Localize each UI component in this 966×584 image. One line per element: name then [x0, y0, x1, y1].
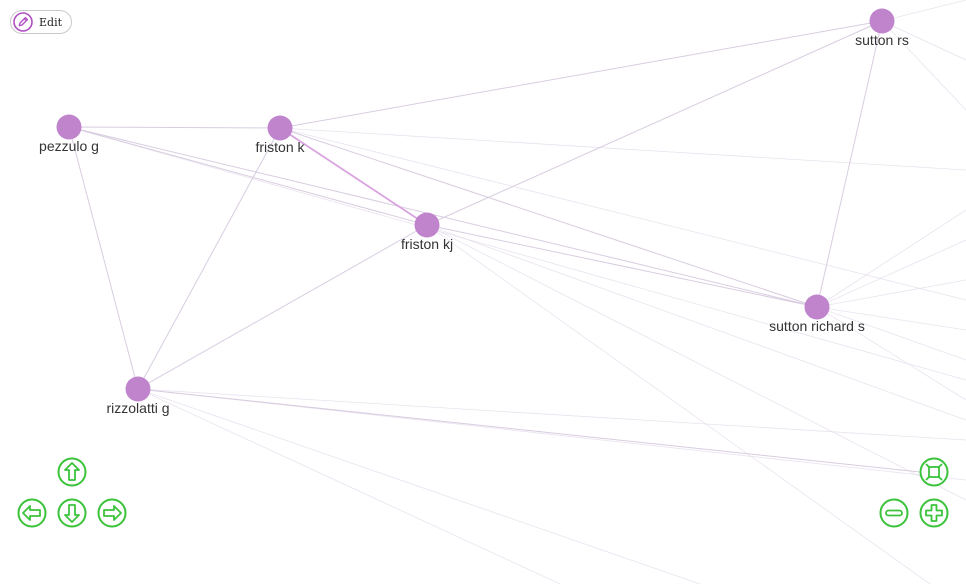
- edge-friston_k-friston_kj[interactable]: [279, 127, 428, 226]
- edge-friston_k-sutton_rs[interactable]: [279, 20, 883, 129]
- node-label: pezzulo g: [39, 138, 99, 154]
- edge-offscreen: [137, 388, 701, 584]
- pan-up-button[interactable]: [57, 457, 87, 487]
- pan-left-button[interactable]: [17, 498, 47, 528]
- zoom-out-button[interactable]: [879, 498, 909, 528]
- edge-layer: [68, 0, 966, 584]
- node-label: rizzolatti g: [106, 400, 169, 416]
- edge-offscreen: [881, 20, 966, 111]
- edit-label: Edit: [39, 15, 63, 29]
- pencil-icon: [13, 12, 33, 32]
- edge-offscreen: [881, 20, 966, 61]
- node-label: friston kj: [401, 236, 453, 252]
- plus-icon: [919, 498, 949, 528]
- edge-pezzulo_g-sutton_richard_s[interactable]: [68, 126, 818, 308]
- edge-offscreen: [137, 388, 561, 584]
- edge-offscreen: [816, 306, 966, 361]
- pan-down-button[interactable]: [57, 498, 87, 528]
- node-label: sutton richard s: [769, 318, 865, 334]
- node-circle[interactable]: [267, 115, 293, 141]
- arrow-left-icon: [17, 498, 47, 528]
- edge-friston_k-rizzolatti_g[interactable]: [137, 127, 281, 390]
- edge-friston_kj-rizzolatti_g[interactable]: [137, 224, 428, 390]
- node-layer: sutton rs pezzulo g friston k friston kj sut…: [39, 8, 909, 417]
- edge-friston_kj-sutton_richard_s[interactable]: [426, 224, 818, 308]
- pan-right-button[interactable]: [97, 498, 127, 528]
- edge-offscreen: [816, 279, 966, 308]
- edge-offscreen: [426, 224, 966, 421]
- node-circle[interactable]: [414, 212, 440, 238]
- node-friston-k[interactable]: friston k: [255, 115, 306, 156]
- node-sutton-rs[interactable]: sutton rs: [855, 8, 909, 49]
- zoom-in-button[interactable]: [919, 498, 949, 528]
- edge-pezzulo_g-friston_k[interactable]: [68, 126, 281, 129]
- node-sutton-richard-s[interactable]: sutton richard s: [769, 294, 865, 335]
- edge-offscreen: [137, 388, 966, 481]
- node-label: friston k: [255, 139, 305, 155]
- node-pezzulo-g[interactable]: pezzulo g: [39, 114, 99, 155]
- edge-offscreen: [68, 126, 966, 381]
- edge-pezzulo_g-friston_kj[interactable]: [68, 126, 428, 226]
- node-circle[interactable]: [125, 376, 151, 402]
- fit-screen-button[interactable]: [919, 457, 949, 487]
- edge-offscreen: [816, 239, 966, 308]
- node-label: sutton rs: [855, 32, 909, 48]
- node-rizzolatti-g[interactable]: rizzolatti g: [106, 376, 170, 417]
- edit-button[interactable]: Edit: [10, 10, 73, 34]
- node-circle[interactable]: [56, 114, 82, 140]
- edge-offscreen: [816, 209, 966, 308]
- edge-offscreen: [279, 127, 966, 171]
- edge-offscreen: [137, 388, 921, 473]
- edge-offscreen: [137, 388, 966, 441]
- node-circle[interactable]: [869, 8, 895, 34]
- edge-offscreen: [816, 306, 966, 401]
- edge-offscreen: [426, 224, 966, 501]
- edge-offscreen: [426, 224, 931, 584]
- node-friston-kj[interactable]: friston kj: [401, 212, 453, 253]
- arrow-down-icon: [57, 498, 87, 528]
- edge-pezzulo_g-rizzolatti_g[interactable]: [68, 126, 139, 390]
- arrow-right-icon: [97, 498, 127, 528]
- edge-sutton_rs-sutton_richard_s[interactable]: [816, 20, 883, 308]
- arrow-up-icon: [57, 457, 87, 487]
- edge-friston_kj-sutton_rs[interactable]: [426, 20, 883, 226]
- minus-icon: [879, 498, 909, 528]
- fit-screen-icon: [919, 457, 949, 487]
- edge-offscreen: [279, 127, 966, 301]
- edge-offscreen: [881, 0, 966, 22]
- edge-friston_k-sutton_richard_s[interactable]: [279, 127, 818, 308]
- edge-offscreen: [816, 306, 966, 331]
- node-circle[interactable]: [804, 294, 830, 320]
